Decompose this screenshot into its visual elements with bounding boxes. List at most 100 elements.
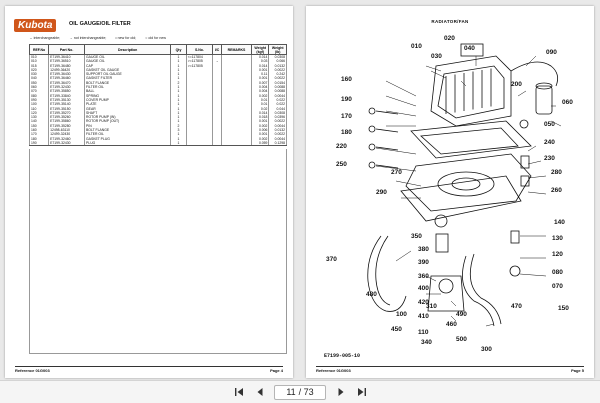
- callout-label: 240: [544, 139, 555, 146]
- table-cell: 0.242: [268, 72, 287, 77]
- page-title: OIL GAUGE/OIL FILTER: [69, 21, 131, 27]
- diagram-line: [510, 230, 520, 244]
- table-cell: [185, 89, 214, 94]
- next-page-button[interactable]: [334, 386, 347, 399]
- column-header: Qty: [170, 44, 187, 55]
- table-cell: 0.01: [250, 102, 270, 107]
- callout-label: 190: [341, 96, 352, 103]
- callout-label: 010: [411, 43, 422, 50]
- leader-line: [527, 160, 542, 165]
- callout-label: 470: [511, 303, 522, 310]
- table-cell: 040: [28, 76, 50, 81]
- pdf-navigation-toolbar: 11 / 73: [0, 380, 600, 403]
- table-cell: [185, 85, 214, 90]
- table-cell: 0.014: [250, 54, 270, 60]
- callout-label: 500: [456, 336, 467, 343]
- table-cell: 0.007: [250, 80, 270, 86]
- table-cell: [185, 97, 214, 103]
- table-cell: 0.0022: [268, 76, 287, 81]
- oil-pipe: [462, 255, 495, 327]
- leader-line: [550, 120, 562, 127]
- rotor-outline: [437, 171, 495, 197]
- footer-page-number: Page 4: [270, 368, 283, 373]
- table-cell: 130: [28, 115, 50, 120]
- callout-label: 040: [464, 45, 475, 52]
- table-cell: 180: [28, 136, 50, 141]
- legend-item: • new for old;: [115, 36, 137, 40]
- column-header: REMARKS: [221, 44, 252, 55]
- page-number-input[interactable]: 11 / 73: [274, 384, 326, 400]
- leader-line: [519, 273, 547, 277]
- table-cell: 100: [28, 102, 50, 107]
- last-page-button[interactable]: [355, 386, 368, 399]
- diagram-line: [509, 265, 521, 277]
- table-cell: GAUGE OIL: [84, 59, 172, 64]
- callout-label: 030: [431, 53, 442, 60]
- table-cell: 020: [28, 67, 50, 73]
- table-cell: 0.01: [250, 97, 270, 103]
- next-page-icon: [338, 388, 343, 396]
- table-cell: 090: [28, 97, 50, 103]
- callout-label: 410: [418, 313, 429, 320]
- callout-label: 170: [341, 113, 352, 120]
- footer-page-number: Page 5: [571, 368, 584, 373]
- column-header: REF.No: [28, 44, 50, 55]
- callout-label: 270: [391, 169, 402, 176]
- table-cell: [185, 106, 214, 111]
- diagram-line: [437, 65, 505, 119]
- callout-label: 400: [418, 285, 429, 292]
- table-cell: 150: [28, 123, 50, 129]
- bolt-head: [368, 143, 376, 151]
- first-page-button[interactable]: [232, 386, 245, 399]
- table-cell: 0.059: [250, 140, 270, 147]
- table-cell: 0.066: [268, 59, 287, 64]
- last-page-icon: [357, 388, 366, 396]
- table-cell: 070: [28, 89, 50, 94]
- callout-label: 090: [546, 49, 557, 56]
- leader-line: [527, 145, 537, 152]
- table-cell: ROTOR PUMP (OUT): [84, 119, 172, 124]
- bolt-line: [375, 110, 399, 115]
- footer-reference: Reference 01G003: [15, 368, 50, 373]
- table-cell: [185, 67, 214, 73]
- column-header: Weight (lb): [268, 44, 287, 55]
- table-cell: 0.0308: [268, 54, 287, 60]
- oil-pipe: [367, 235, 407, 312]
- table-cell: [212, 140, 223, 147]
- callout-label: 110: [418, 329, 429, 336]
- callout-label: 340: [421, 339, 432, 346]
- table-cell: 0.0132: [268, 128, 287, 133]
- table-cell: 0.022: [268, 97, 287, 103]
- table-cell: 0.022: [268, 102, 287, 107]
- parts-table: REF.No Part No. Description Qty S.No. I/…: [28, 44, 287, 147]
- leader-line: [425, 65, 442, 72]
- table-cell: 0.0044: [268, 93, 287, 98]
- table-cell: 0.03: [250, 59, 270, 64]
- table-cell: 170: [28, 132, 50, 137]
- table-cell: 110: [28, 106, 50, 111]
- bolt-head: [368, 161, 376, 169]
- table-cell: GASKET PLUG: [84, 136, 172, 141]
- table-cell: >=117805: [185, 59, 214, 64]
- leader-line: [460, 80, 467, 87]
- table-cell: 0.004: [250, 85, 270, 90]
- table-cell: BOLT FLANGE: [84, 128, 172, 133]
- callout-label: 100: [396, 311, 407, 318]
- diagram-title: RADIATOR/FAN: [431, 19, 469, 24]
- callout-label: 050: [544, 121, 555, 128]
- bolt-head: [368, 125, 376, 133]
- previous-page-button[interactable]: [253, 386, 266, 399]
- table-cell: SPRING: [84, 93, 172, 98]
- exploded-parts-diagram: 0100200400300901601901701802000600502202…: [326, 35, 573, 351]
- table-cell: 0.001: [250, 119, 270, 124]
- callout-label: 420: [418, 299, 429, 306]
- previous-page-icon: [257, 388, 262, 396]
- leader-line: [425, 275, 437, 282]
